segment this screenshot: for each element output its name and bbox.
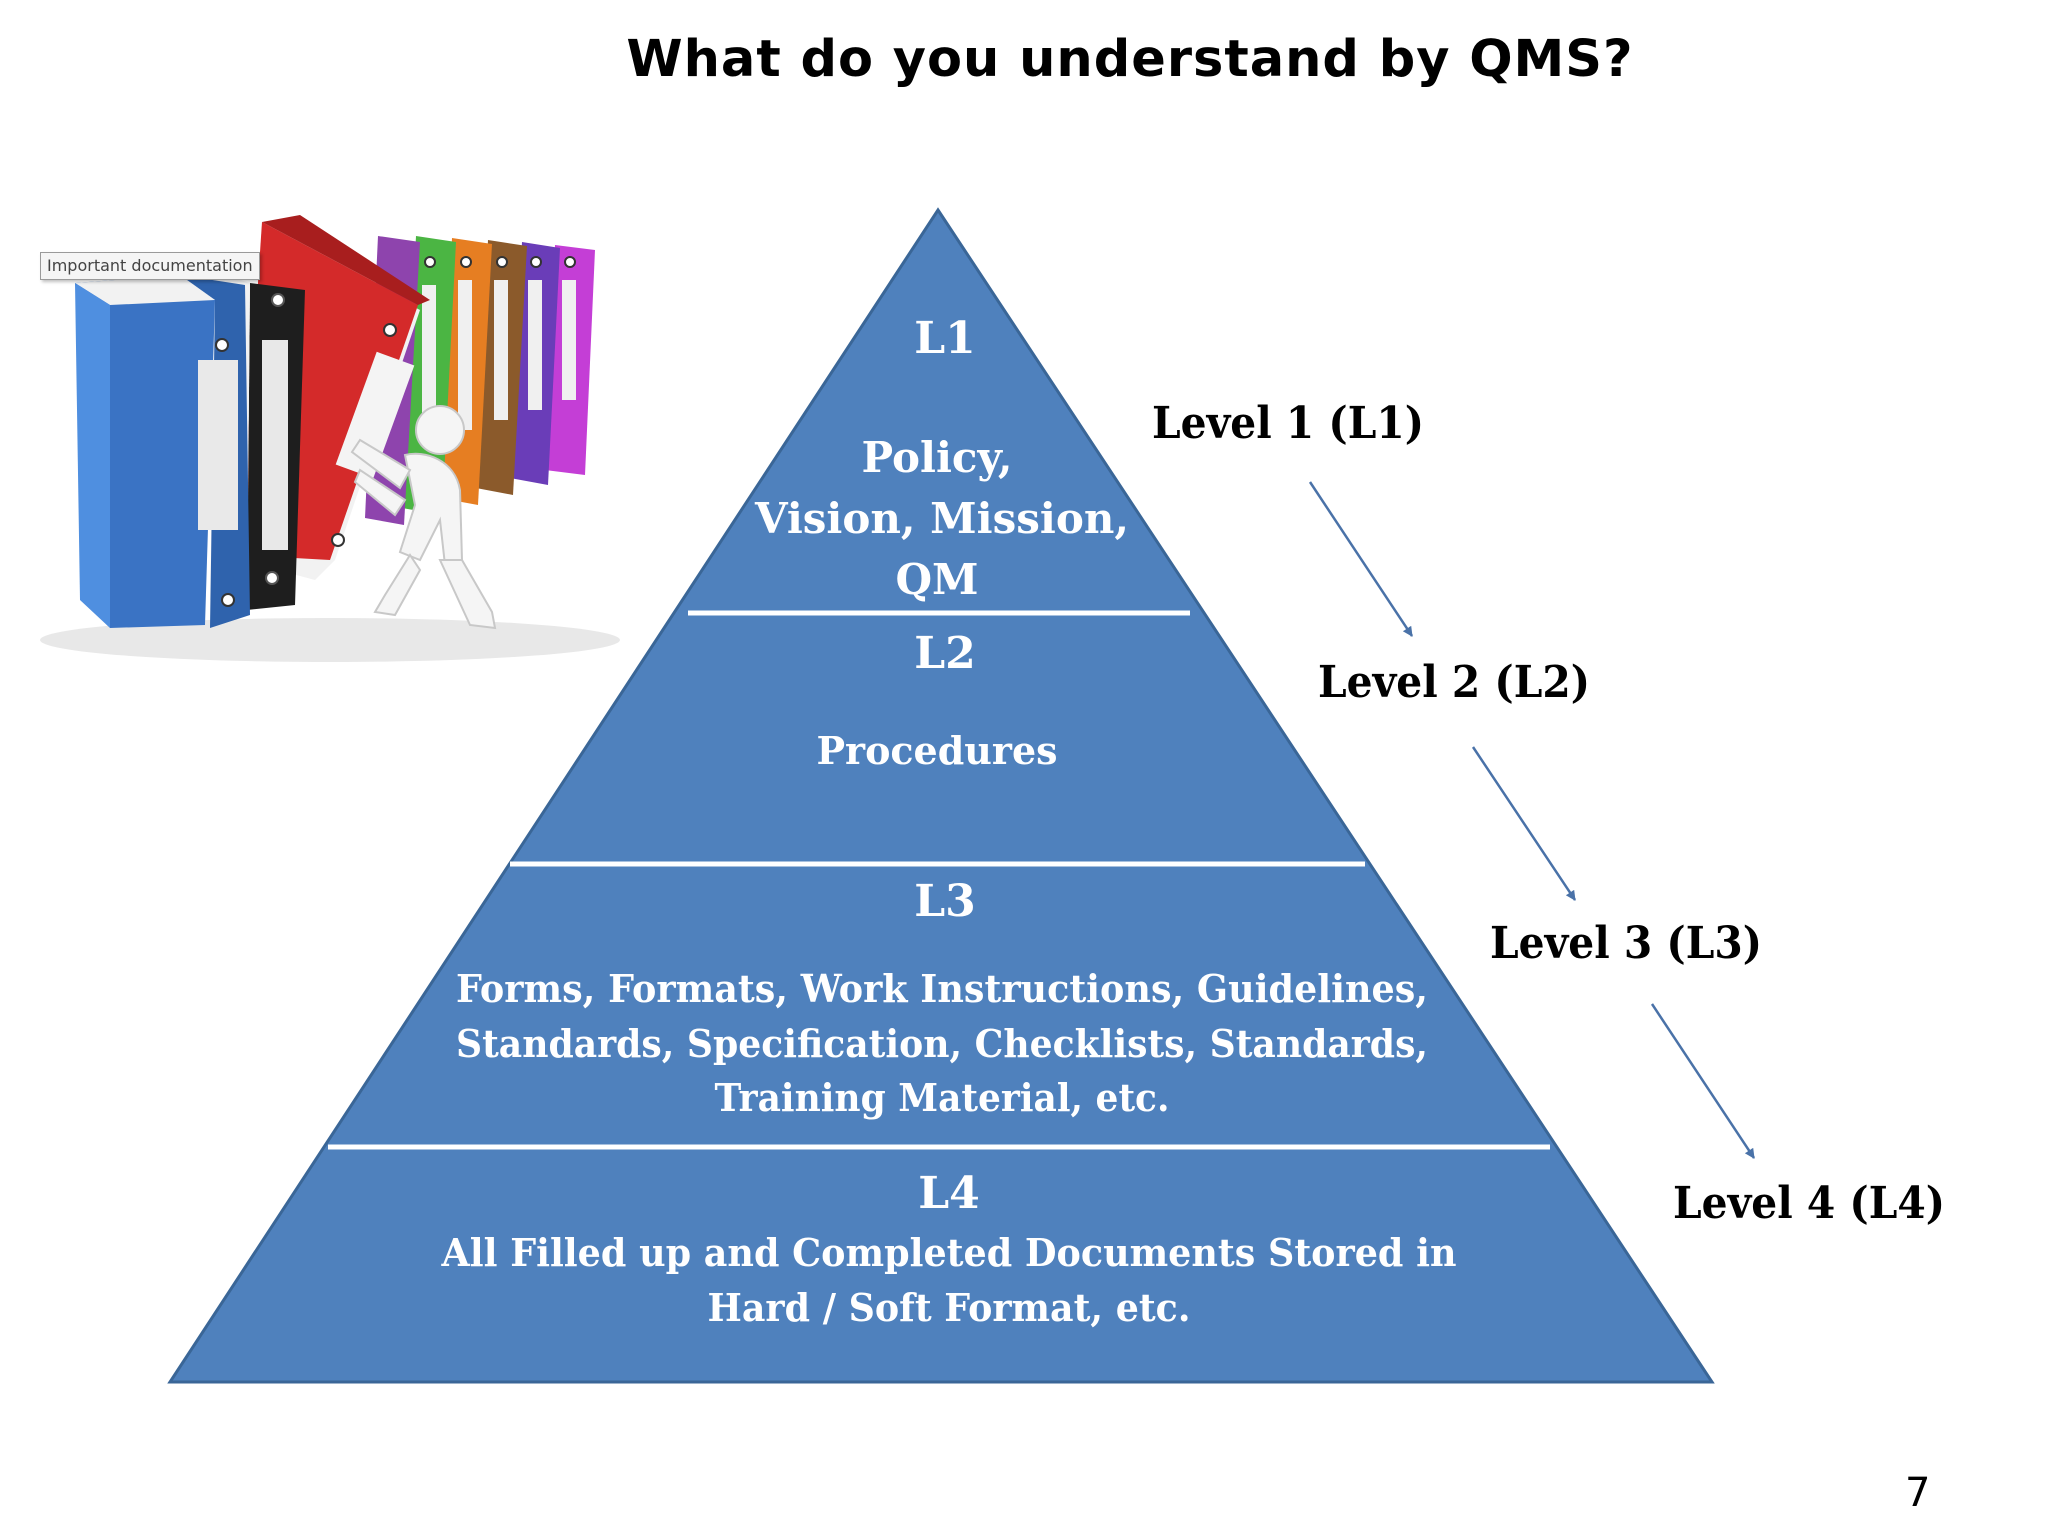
image-tooltip: Important documentation: [40, 252, 260, 280]
white-figure: [350, 405, 497, 630]
l3-text-line: Forms, Formats, Work Instructions, Guide…: [456, 966, 1428, 1011]
level-label-2: Level 2 (L2): [1318, 657, 1590, 708]
binders-with-figure-icon: [40, 215, 620, 662]
l4-text-line: Hard / Soft Format, etc.: [708, 1285, 1191, 1330]
level-label-3: Level 3 (L3): [1490, 918, 1762, 969]
page-number: 7: [1905, 1470, 1931, 1516]
arrow-level2-to-level3: [1471, 746, 1577, 901]
l1-text-line: Policy,: [862, 433, 1013, 482]
l4-code: L4: [918, 1168, 980, 1219]
l3-code: L3: [914, 876, 976, 927]
arrow-level1-to-level2: [1308, 481, 1414, 637]
l1-code: L1: [914, 313, 976, 364]
l1-text-line: Vision, Mission,: [754, 494, 1129, 543]
level-label-4: Level 4 (L4): [1673, 1178, 1945, 1229]
l4-text-line: All Filled up and Completed Documents St…: [441, 1230, 1457, 1275]
l3-text-line: Training Material, etc.: [715, 1075, 1170, 1120]
l3-text-line: Standards, Specification, Checklists, St…: [456, 1021, 1428, 1066]
arrow-level3-to-level4: [1650, 1003, 1756, 1159]
l2-code: L2: [914, 628, 976, 679]
l2-text-line: Procedures: [816, 728, 1057, 773]
level-arrows: [1308, 481, 1756, 1159]
pyramid: L1 Policy, Vision, Mission, QM L2 Proced…: [167, 207, 1715, 1384]
l1-text-line: QM: [895, 555, 978, 604]
pyramid-body: [167, 207, 1715, 1384]
blue-binder: [75, 275, 250, 628]
level-labels: Level 1 (L1) Level 2 (L2) Level 3 (L3) L…: [1152, 398, 1945, 1229]
slide-title: What do you understand by QMS?: [626, 30, 1634, 89]
level-label-1: Level 1 (L1): [1152, 398, 1424, 449]
